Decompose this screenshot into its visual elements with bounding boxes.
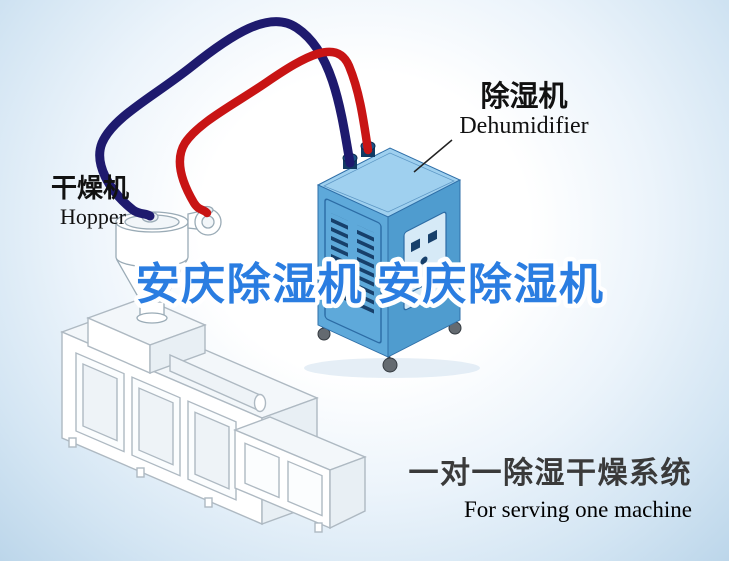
extruder-feet <box>68 437 323 533</box>
hopper-label-cn: 干燥机 <box>51 173 129 203</box>
red-supply-pipe <box>175 47 373 218</box>
panel-knob <box>420 256 428 265</box>
vent-grid-right <box>357 224 374 316</box>
hose-pipes <box>95 17 373 221</box>
dehumidifier-machine <box>304 141 480 378</box>
hopper-unit <box>115 205 222 324</box>
hopper-flange <box>136 312 168 324</box>
hopper-sight-glass <box>145 263 159 295</box>
dehumidifier-label-cn: 除湿机 <box>480 79 567 113</box>
cabinet-top-lip <box>323 152 455 213</box>
caster-wheels <box>317 316 462 373</box>
caption-title-cn: 一对一除湿干燥系统 <box>409 456 693 490</box>
extruder-barrel <box>169 353 267 413</box>
panel-button-2 <box>428 229 437 244</box>
extruder-machine <box>60 297 367 533</box>
extruder-door-panels <box>75 352 237 501</box>
caption-subtitle-en: For serving one machine <box>464 497 692 522</box>
dehumidifier-label-en: Dehumidifier <box>459 113 588 139</box>
label-pointer-line <box>413 139 453 173</box>
panel-button-1 <box>411 238 420 253</box>
hopper-label-en: Hopper <box>60 204 127 229</box>
control-panel <box>403 211 447 311</box>
vent-grid-left <box>331 212 348 304</box>
cabinet-side-face <box>387 179 461 358</box>
blower-hub <box>201 215 215 229</box>
extruder-right-section <box>233 416 367 530</box>
cabinet-door-outline <box>324 198 382 344</box>
blue-return-pipe <box>95 17 355 221</box>
cabinet-front-face <box>317 184 389 358</box>
watermark-text: 安庆除湿机 安庆除湿机 <box>136 260 605 309</box>
